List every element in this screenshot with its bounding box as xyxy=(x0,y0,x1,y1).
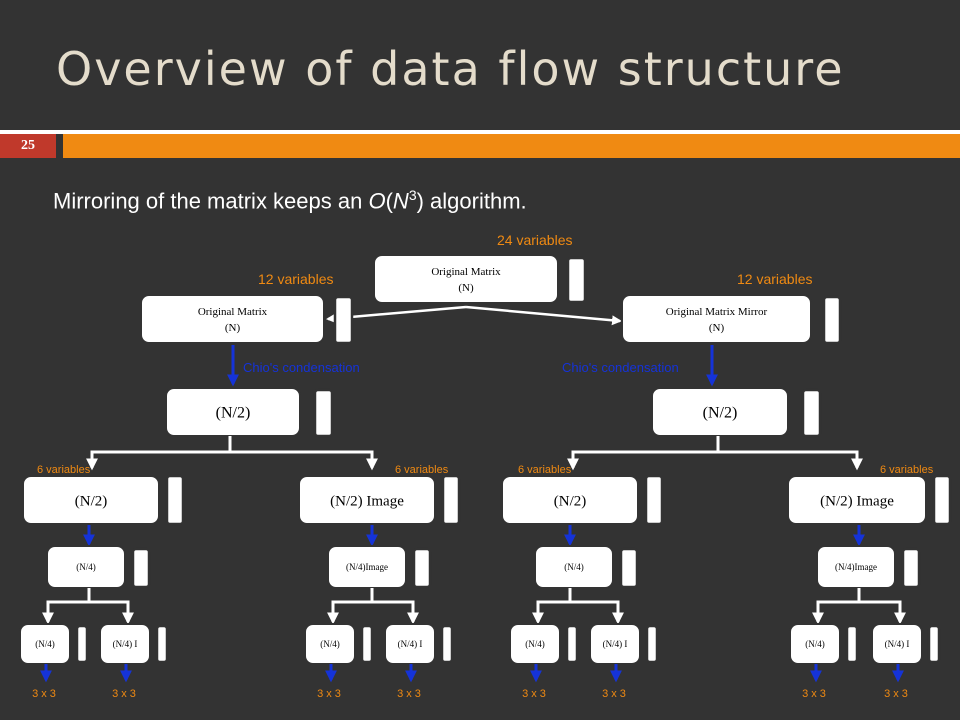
left-sub2-level3-stack xyxy=(441,474,461,526)
left-sub2-level4-node xyxy=(327,545,407,589)
left-sub2-level5-a-stack xyxy=(360,624,374,664)
left-sub1-level5-b-leaf-label: 3 x 3 xyxy=(112,688,136,700)
left-top-node xyxy=(140,294,325,344)
left-sub2-level5-b-leaf-label: 3 x 3 xyxy=(397,688,421,700)
left-top-stack xyxy=(333,295,354,345)
right-top-node-size: (N) xyxy=(709,322,725,334)
right-sub2-level3-node-label: (N/2) Image xyxy=(820,493,894,509)
branch-right-arrow xyxy=(465,305,622,326)
left-sub2-level3-node xyxy=(298,475,436,525)
subtitle: Mirroring of the matrix keeps an O(N3) a… xyxy=(53,187,527,214)
root-stack xyxy=(566,256,587,304)
left-sub1-level5-a-stack xyxy=(75,624,89,664)
left-sub2-level3-node-label: (N/2) Image xyxy=(330,493,404,509)
header-divider xyxy=(0,130,960,134)
left-sub2-level5-b-node-label: (N/4) I xyxy=(398,639,423,649)
left-vars-label-b: 6 variables xyxy=(395,464,449,476)
left-sub2-level5-b-stack xyxy=(440,624,454,664)
left-sub1-level5-a-node-label: (N/4) xyxy=(35,639,55,649)
right-sub2-level5-b-stack xyxy=(927,624,941,664)
right-sub1-level3-stack xyxy=(644,474,664,526)
right-sub1-level4-node-label: (N/4) xyxy=(564,562,584,572)
left-sub1-level3-node-label: (N/2) xyxy=(75,493,108,509)
right-sub1-level4-stack xyxy=(619,547,639,589)
right-vars-label-b: 6 variables xyxy=(880,464,934,476)
right-level2-stack xyxy=(801,388,822,438)
left-level2-node xyxy=(165,387,301,437)
left-level2-node-label: (N/2) xyxy=(216,405,251,422)
right-sub1-level5-a-node-label: (N/4) xyxy=(525,639,545,649)
root-vars-label: 24 variables xyxy=(497,232,573,248)
right-top-node-title: Original Matrix Mirror xyxy=(666,306,768,318)
left-sub2-level5-a-node-label: (N/4) xyxy=(320,639,340,649)
right-condense-label: Chio's condensation xyxy=(562,360,679,375)
left-sub1-level4-node-label: (N/4) xyxy=(76,562,96,572)
left-top-node-size: (N) xyxy=(225,322,241,334)
left-vars-label-a: 6 variables xyxy=(37,464,91,476)
right-sub1-level5-b-leaf-label: 3 x 3 xyxy=(602,688,626,700)
right-sub1-level5-b-node-label: (N/4) I xyxy=(603,639,628,649)
root-node-size: (N) xyxy=(458,282,474,294)
right-sub2-level5-a-node-label: (N/4) xyxy=(805,639,825,649)
header-accent-bar xyxy=(63,134,960,158)
root-node-title: Original Matrix xyxy=(431,266,501,278)
left-condense-label: Chio's condensation xyxy=(243,360,360,375)
left-sub1-level4-stack xyxy=(131,547,151,589)
left-sub1-level4-node xyxy=(46,545,126,589)
left-sub2-level4-stack xyxy=(412,547,432,589)
left-sub2-level5-a-leaf-label: 3 x 3 xyxy=(317,688,341,700)
slide-title: Overview of data flow structure xyxy=(56,42,845,96)
left-sub1-level5-b-stack xyxy=(155,624,169,664)
right-sub1-level5-b-stack xyxy=(645,624,659,664)
left-sub1-level5-b-node-label: (N/4) I xyxy=(113,639,138,649)
right-sub1-level4-node xyxy=(534,545,614,589)
left-top-vars-label: 12 variables xyxy=(258,271,334,287)
right-vars-label-a: 6 variables xyxy=(518,464,572,476)
right-top-node xyxy=(621,294,812,344)
right-sub2-level5-a-stack xyxy=(845,624,859,664)
right-sub2-level4-node-label: (N/4)Image xyxy=(835,562,877,572)
left-top-node-title: Original Matrix xyxy=(198,306,268,318)
right-level2-node xyxy=(651,387,789,437)
right-sub2-level5-b-node-label: (N/4) I xyxy=(885,639,910,649)
right-top-vars-label: 12 variables xyxy=(737,271,813,287)
left-level2-stack xyxy=(313,388,334,438)
right-sub1-level5-a-stack xyxy=(565,624,579,664)
root-node xyxy=(373,254,559,304)
left-sub1-level3-node xyxy=(22,475,160,525)
right-level2-node-label: (N/2) xyxy=(703,405,738,422)
left-sub1-level5-a-leaf-label: 3 x 3 xyxy=(32,688,56,700)
right-top-stack xyxy=(822,295,842,345)
right-sub1-level3-node-label: (N/2) xyxy=(554,493,587,509)
page-number: 25 xyxy=(0,134,56,158)
right-sub2-level5-b-leaf-label: 3 x 3 xyxy=(884,688,908,700)
right-sub1-level3-node xyxy=(501,475,639,525)
right-sub1-level5-a-leaf-label: 3 x 3 xyxy=(522,688,546,700)
left-sub1-level3-stack xyxy=(165,474,185,526)
right-sub2-level5-a-leaf-label: 3 x 3 xyxy=(802,688,826,700)
right-sub2-level4-node xyxy=(816,545,896,589)
right-sub2-level3-node xyxy=(787,475,927,525)
right-sub2-level3-stack xyxy=(932,474,952,526)
right-sub2-level4-stack xyxy=(901,547,921,589)
left-sub2-level4-node-label: (N/4)Image xyxy=(346,562,388,572)
